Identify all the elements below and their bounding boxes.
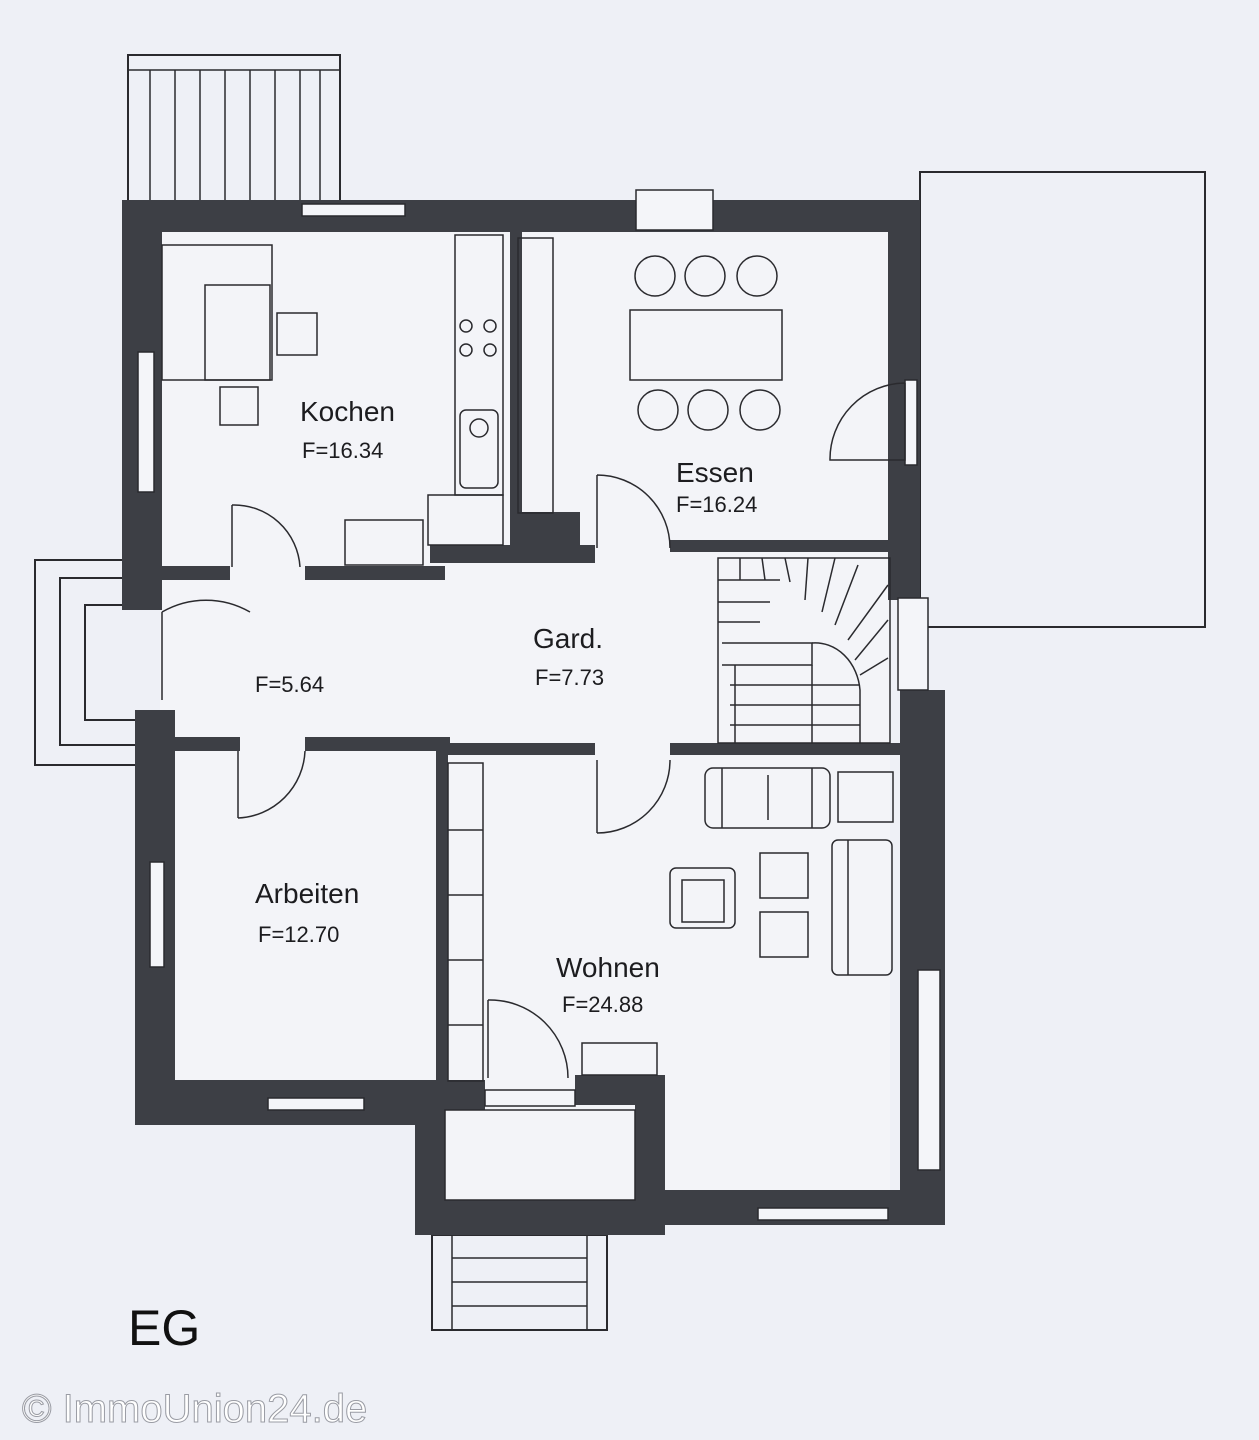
floor-label: EG: [128, 1300, 200, 1356]
room-name-wohnen: Wohnen: [556, 952, 660, 983]
room-name-arbeiten: Arbeiten: [255, 878, 359, 909]
windows: [137, 189, 941, 1221]
vestibule: [444, 1109, 636, 1201]
terrace-right: [919, 171, 1206, 628]
staircase: [717, 557, 891, 744]
room-name-essen: Essen: [676, 457, 754, 488]
room-area-kochen: F=16.34: [302, 438, 383, 463]
entrance-steps: [431, 1234, 608, 1331]
living-furniture: [447, 762, 894, 1082]
room-area-arbeiten: F=12.70: [258, 922, 339, 947]
room-area-wohnen: F=24.88: [562, 992, 643, 1017]
room-name-kochen: Kochen: [300, 396, 395, 427]
porch-left: [34, 559, 135, 766]
room-area-essen: F=16.24: [676, 492, 757, 517]
balcony-top: [127, 54, 341, 206]
interior-walls: [160, 230, 900, 1080]
room-name-gard: Gard.: [533, 623, 603, 654]
watermark: © ImmoUnion24.de: [22, 1387, 367, 1431]
room-area-flur: F=5.64: [255, 672, 324, 697]
doors: [161, 382, 906, 1079]
room-area-gard: F=7.73: [535, 665, 604, 690]
kitchen-furniture: [161, 234, 554, 566]
dining-furniture: [629, 255, 783, 431]
